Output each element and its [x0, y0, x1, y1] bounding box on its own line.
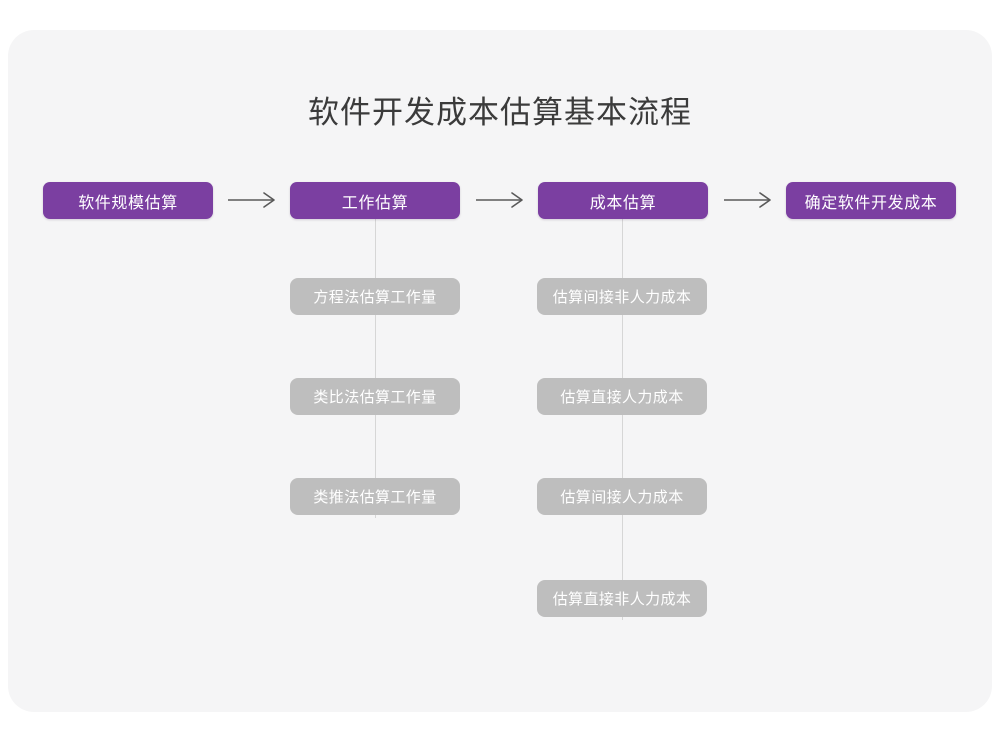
substep-node-stage-3-3-label: 估算间接人力成本 [560, 489, 684, 506]
arrow-stage-2-to-stage-3 [476, 190, 526, 210]
substep-node-stage-3-1-label: 估算间接非人力成本 [552, 289, 692, 306]
stage-node-4-label: 确定软件开发成本 [804, 194, 938, 212]
diagram-card [8, 30, 992, 712]
substep-node-stage-2-1[interactable]: 方程法估算工作量 [290, 278, 460, 315]
stage-node-3[interactable]: 成本估算 [538, 182, 708, 219]
substep-node-stage-3-2-label: 估算直接人力成本 [560, 389, 684, 406]
substep-node-stage-2-2-label: 类比法估算工作量 [313, 389, 437, 406]
arrow-stage-1-to-stage-2 [228, 190, 278, 210]
substep-node-stage-3-4[interactable]: 估算直接非人力成本 [537, 580, 707, 617]
substep-node-stage-3-4-label: 估算直接非人力成本 [552, 591, 692, 608]
substep-node-stage-3-1[interactable]: 估算间接非人力成本 [537, 278, 707, 315]
substep-node-stage-2-3[interactable]: 类推法估算工作量 [290, 478, 460, 515]
substep-node-stage-2-1-label: 方程法估算工作量 [313, 289, 437, 306]
substep-node-stage-3-3[interactable]: 估算间接人力成本 [537, 478, 707, 515]
stage-node-1[interactable]: 软件规模估算 [43, 182, 213, 219]
substep-node-stage-2-3-label: 类推法估算工作量 [313, 489, 437, 506]
stage-node-2-label: 工作估算 [341, 194, 409, 212]
substep-node-stage-2-2[interactable]: 类比法估算工作量 [290, 378, 460, 415]
arrow-stage-3-to-stage-4 [724, 190, 774, 210]
stage-node-3-label: 成本估算 [589, 194, 657, 212]
connector-stage-2 [375, 218, 376, 518]
substep-node-stage-3-2[interactable]: 估算直接人力成本 [537, 378, 707, 415]
page-title: 软件开发成本估算基本流程 [308, 95, 692, 130]
stage-node-2[interactable]: 工作估算 [290, 182, 460, 219]
connector-stage-3 [622, 218, 623, 620]
stage-node-4[interactable]: 确定软件开发成本 [786, 182, 956, 219]
stage-node-1-label: 软件规模估算 [78, 194, 178, 212]
